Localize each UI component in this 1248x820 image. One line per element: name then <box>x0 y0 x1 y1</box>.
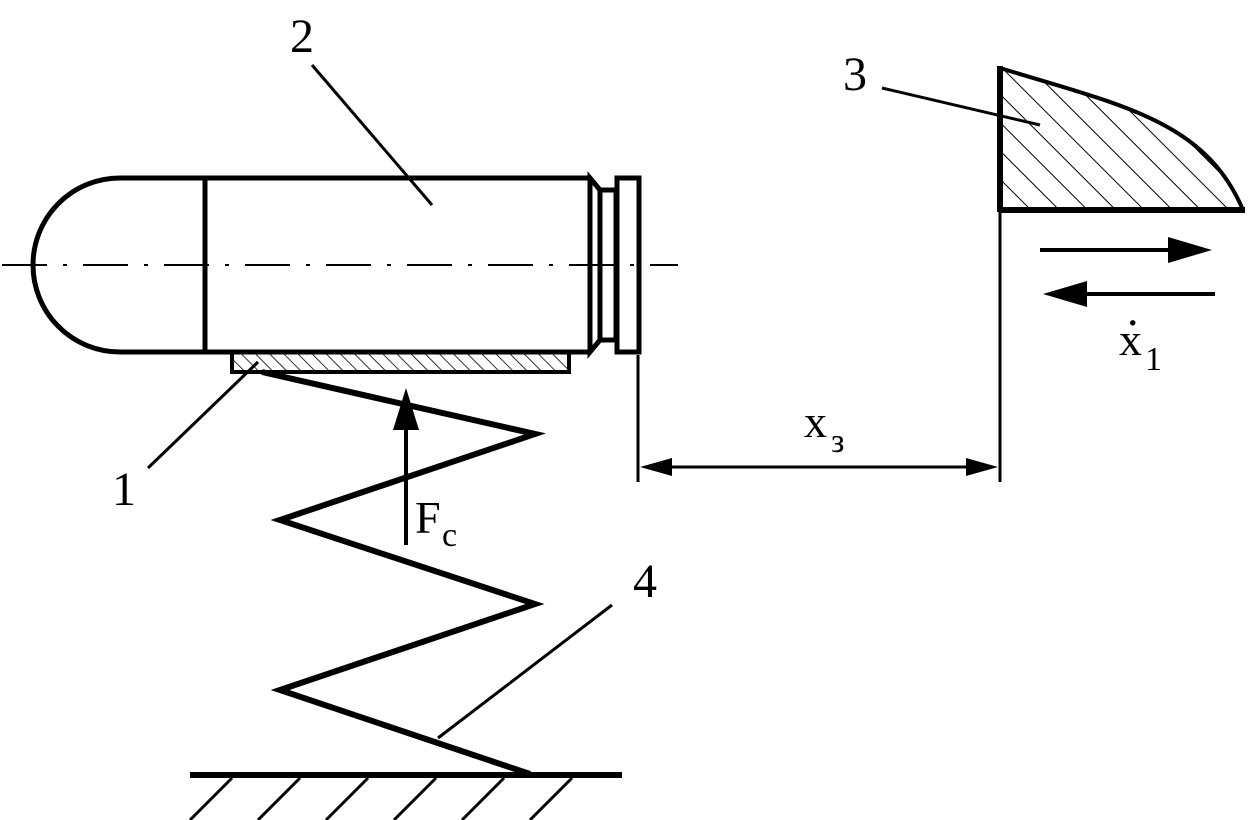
part-number-2: 2 <box>290 10 314 63</box>
leader-part2 <box>310 64 434 206</box>
force-subscript: c <box>442 517 457 554</box>
gap-subscript: з <box>831 423 844 460</box>
leader-part1 <box>146 360 260 470</box>
part-number-4: 4 <box>633 555 657 608</box>
gap-label: x <box>804 396 827 447</box>
leader-part4 <box>437 603 613 740</box>
ground <box>188 772 622 820</box>
direction-arrow-left <box>1043 281 1215 307</box>
force-label: F <box>415 492 441 543</box>
gap-dimension <box>636 212 1002 482</box>
velocity-label: x <box>1119 314 1142 365</box>
part-number-3: 3 <box>843 48 867 101</box>
part-number-1: 1 <box>112 463 136 516</box>
leader-part3 <box>881 86 1041 127</box>
direction-arrow-right <box>1040 237 1212 263</box>
velocity-dot: . <box>1127 284 1139 335</box>
stop-element <box>997 66 1245 213</box>
support-pad <box>230 350 571 374</box>
velocity-subscript: 1 <box>1145 341 1162 378</box>
spring <box>261 369 547 777</box>
force-arrow <box>393 388 419 545</box>
